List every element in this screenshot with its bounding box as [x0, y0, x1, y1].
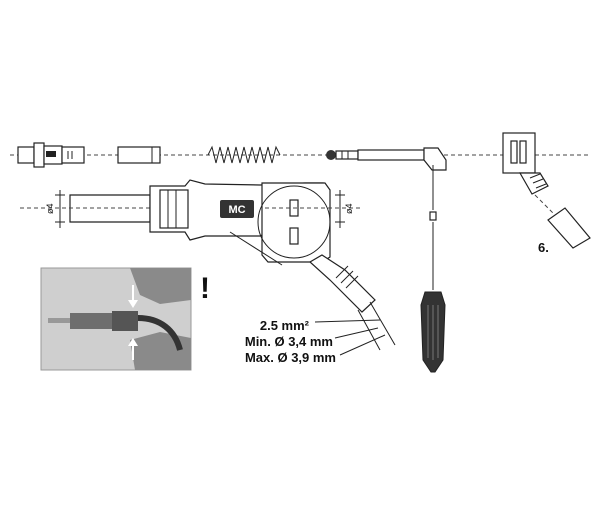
- banana-plug-icon: [17, 142, 85, 168]
- rotation-circle: [257, 185, 331, 259]
- insulating-sleeve-icon: [117, 146, 161, 164]
- diameter-label-left: ø4: [45, 203, 55, 214]
- diameter-mark-right: ø4: [335, 190, 354, 228]
- spring-icon: [207, 145, 281, 164]
- angled-socket-icon: [502, 132, 549, 195]
- brand-logo-text: MC: [228, 204, 245, 216]
- contact-pin-icon: [326, 147, 447, 171]
- step6-part: 6.: [534, 194, 591, 255]
- screwdriver-icon: [420, 165, 446, 373]
- spec-min-diameter: Min. Ø 3,4 mm: [245, 334, 333, 349]
- step-label: 6.: [538, 240, 549, 255]
- spec-cross-section: 2.5 mm²: [260, 318, 310, 333]
- warning-mark: !: [200, 272, 210, 305]
- brand-logo: MC: [220, 200, 254, 218]
- spec-max-diameter: Max. Ø 3,9 mm: [245, 350, 336, 365]
- finger-grip-photo: [40, 267, 192, 371]
- diameter-mark-left: ø4: [45, 190, 65, 228]
- diameter-label-right: ø4: [344, 203, 354, 214]
